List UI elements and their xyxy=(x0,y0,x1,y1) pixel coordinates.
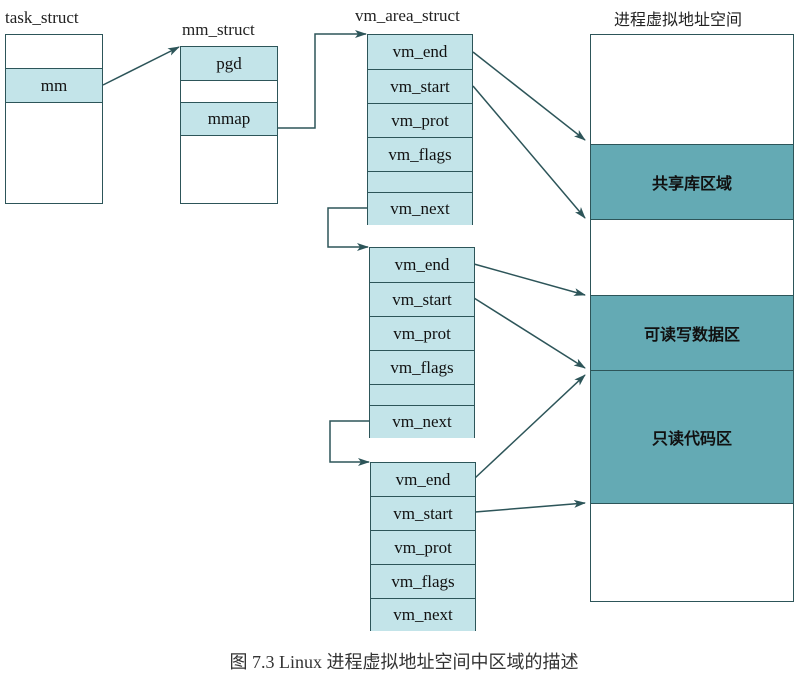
vma-block-1: vm_end vm_start vm_prot vm_flags vm_next xyxy=(367,34,473,225)
field-vm_end: vm_end xyxy=(371,462,475,497)
field-vm_next: vm_next xyxy=(371,598,475,631)
mm-struct-box: pgd mmap xyxy=(180,46,278,204)
field-vm_prot: vm_prot xyxy=(368,103,472,138)
field-pgd: pgd xyxy=(181,46,277,81)
vma-block-3: vm_end vm_start vm_prot vm_flags vm_next xyxy=(370,462,476,631)
field-vm_end: vm_end xyxy=(368,34,472,70)
arrow-start-1 xyxy=(472,85,586,219)
field-vm_start: vm_start xyxy=(370,282,474,317)
field-mm: mm xyxy=(6,68,102,103)
arrow-end-1 xyxy=(472,51,586,141)
arrow-next-1 xyxy=(327,207,369,251)
region-rw-data: 可读写数据区 xyxy=(591,295,793,371)
arrow-mm-to-mm_struct xyxy=(102,46,180,86)
field-vm_start: vm_start xyxy=(368,69,472,104)
field-vm_prot: vm_prot xyxy=(371,530,475,565)
field-vm_prot: vm_prot xyxy=(370,316,474,351)
task-struct-box: mm xyxy=(5,34,103,204)
field-vm_next: vm_next xyxy=(370,405,474,438)
arrow-start-2 xyxy=(473,297,586,369)
region-shared-lib: 共享库区域 xyxy=(591,144,793,220)
field-vm_flags: vm_flags xyxy=(370,350,474,385)
mm-struct-title: mm_struct xyxy=(182,20,255,39)
field-vm_flags: vm_flags xyxy=(368,137,472,172)
address-space-title: 进程虚拟地址空间 xyxy=(614,10,743,29)
field-vm_end: vm_end xyxy=(370,247,474,283)
field-vm_flags: vm_flags xyxy=(371,564,475,599)
arrow-end-3 xyxy=(474,374,586,479)
arrow-end-2 xyxy=(473,263,586,296)
arrow-start-3 xyxy=(474,499,586,513)
address-space-box: 共享库区域 可读写数据区 只读代码区 xyxy=(590,34,794,602)
vma-title: vm_area_struct xyxy=(355,6,460,25)
region-ro-code: 只读代码区 xyxy=(591,370,793,504)
vma-block-2: vm_end vm_start vm_prot vm_flags vm_next xyxy=(369,247,475,438)
arrow-next-2 xyxy=(329,420,370,466)
field-mmap: mmap xyxy=(181,102,277,136)
task-struct-title: task_struct xyxy=(5,8,79,27)
arrow-mmap-to-vma xyxy=(278,30,367,129)
figure-caption: 图 7.3 Linux 进程虚拟地址空间中区域的描述 xyxy=(229,652,579,672)
field-vm_next: vm_next xyxy=(368,192,472,225)
field-vm_start: vm_start xyxy=(371,496,475,531)
